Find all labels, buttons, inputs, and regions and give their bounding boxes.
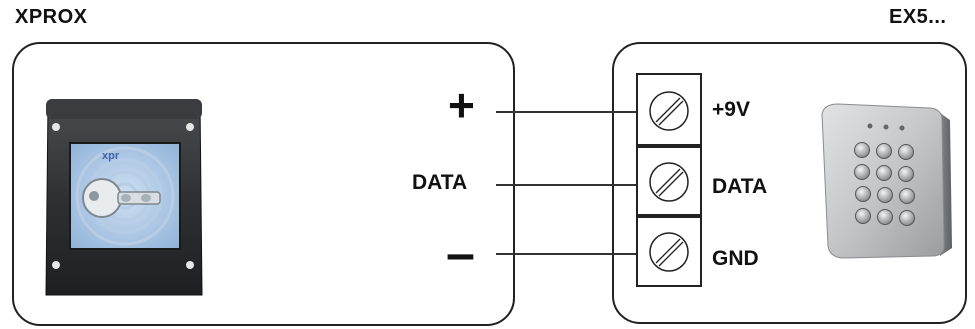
terminal-divider <box>636 214 702 218</box>
card-reader-image <box>42 95 206 298</box>
plus-label: + <box>448 79 475 131</box>
wire-gnd <box>496 253 638 255</box>
minus-label: – <box>446 225 475 283</box>
terminal-screw-icon <box>647 160 691 204</box>
keypad-image <box>818 100 954 260</box>
terminal-label-gnd: GND <box>712 247 759 270</box>
terminal-screw-icon <box>647 230 691 274</box>
reader-logo-text: xpr <box>102 150 120 162</box>
wire-plus <box>496 111 638 113</box>
terminal-screw-icon <box>647 89 691 133</box>
key-icon <box>82 178 161 218</box>
terminal-divider <box>636 144 702 148</box>
data-label-left: DATA <box>412 171 468 194</box>
xprox-title: XPROX <box>15 6 88 28</box>
terminal-label-9v: +9V <box>712 98 750 121</box>
ex5-title: EX5... <box>889 6 947 28</box>
wire-data <box>496 184 638 186</box>
terminal-label-data: DATA <box>712 175 768 198</box>
